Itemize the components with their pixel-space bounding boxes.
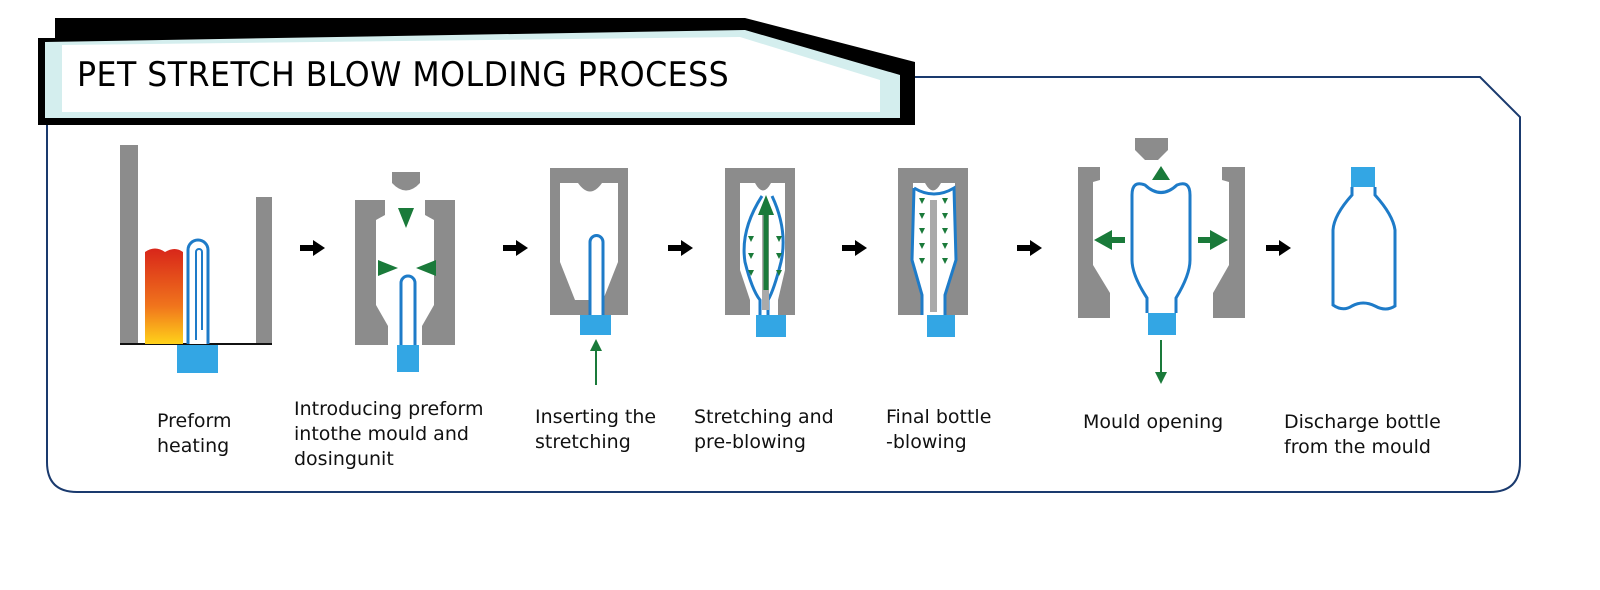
arrow-right-icon: [503, 240, 528, 256]
arrow-left-icon: [416, 260, 436, 276]
label-line: intothe mould and: [294, 423, 469, 445]
label-line: -blowing: [886, 431, 967, 453]
arrow-right-icon: [300, 240, 325, 256]
title-banner: [38, 18, 915, 125]
step-2-illustration: [355, 172, 455, 372]
label-line: Stretching and: [694, 406, 834, 428]
arrow-right-icon: [842, 240, 867, 256]
step-7-illustration: [1331, 167, 1397, 311]
process-arrows: [300, 240, 1291, 256]
label-line: pre-blowing: [694, 431, 806, 453]
label-line: from the mould: [1284, 436, 1431, 458]
label-line: Final bottle: [886, 406, 992, 428]
arrow-right-icon: [1210, 230, 1228, 250]
arrow-right-icon: [668, 240, 693, 256]
label-line: Introducing preform: [294, 398, 484, 420]
label-line: Discharge bottle: [1284, 411, 1441, 433]
preform-neck: [177, 345, 218, 373]
label-line: dosingunit: [294, 448, 394, 470]
step-label-preform-heating: Preform heating: [157, 409, 232, 459]
preform: [186, 238, 210, 344]
step-label-final-blowing: Final bottle -blowing: [886, 405, 991, 455]
label-line: Preform: [157, 410, 232, 432]
heater-flame: [145, 248, 183, 344]
label-line: Mould opening: [1083, 411, 1224, 433]
step-label-introducing-preform: Introducing preform intothe mould and do…: [294, 397, 484, 472]
step-5-illustration: [898, 168, 968, 337]
step-label-inserting-stretching: Inserting the stretching: [535, 405, 656, 455]
label-line: stretching: [535, 431, 631, 453]
step-1-illustration: [120, 145, 272, 373]
label-line: heating: [157, 435, 230, 457]
arrow-down-icon: [398, 208, 414, 228]
arrow-right-icon: [1017, 240, 1042, 256]
step-4-illustration: [725, 168, 795, 337]
content-frame: [46, 76, 1521, 493]
step-label-discharge-bottle: Discharge bottle from the mould: [1284, 410, 1441, 460]
step-6-illustration: [1078, 138, 1245, 384]
arrow-left-icon: [1094, 230, 1112, 250]
step-3-illustration: [550, 168, 628, 385]
arrow-right-icon: [378, 260, 398, 276]
step-label-stretching-preblowing: Stretching and pre-blowing: [694, 405, 834, 455]
page-title: PET STRETCH BLOW MOLDING PROCESS: [77, 55, 730, 95]
label-line: Inserting the: [535, 406, 657, 428]
step-label-mould-opening: Mould opening: [1083, 410, 1223, 435]
arrow-right-icon: [1266, 240, 1291, 256]
arrow-up-icon: [1152, 166, 1170, 180]
